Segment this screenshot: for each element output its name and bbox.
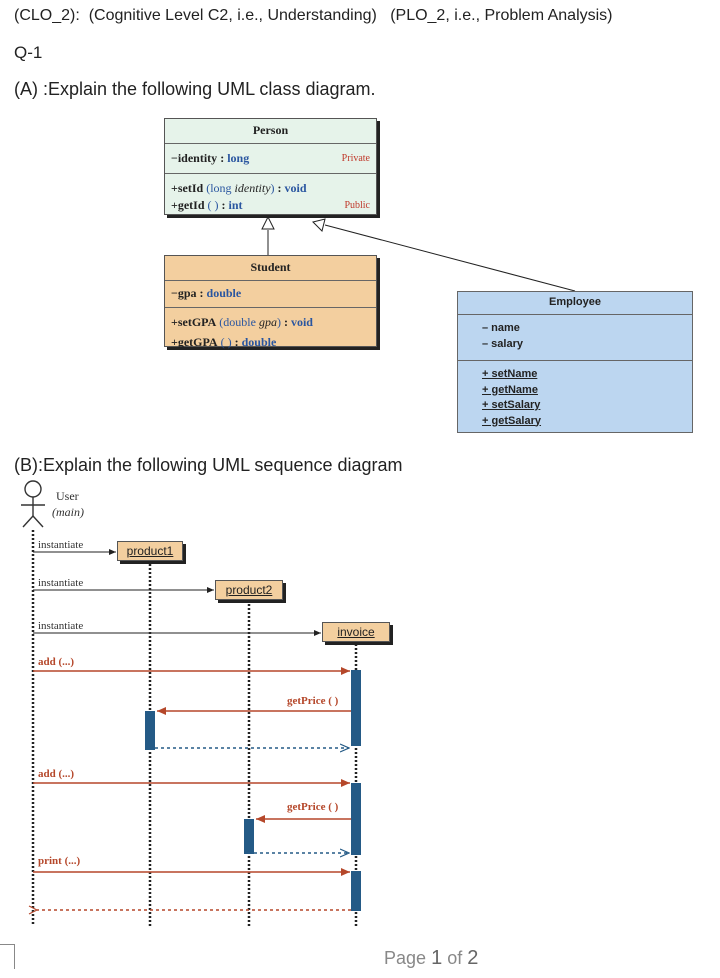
- employee-op-getsalary: + getSalary: [482, 414, 542, 427]
- employee-op-setsalary: + setSalary: [482, 399, 541, 411]
- page-total: 2: [467, 947, 479, 969]
- add-label-2: add (...): [38, 768, 75, 780]
- employee-attribute-salary: – salary: [482, 337, 523, 350]
- user-actor-icon: [21, 480, 45, 528]
- instantiate-label-3: instantiate: [38, 620, 84, 632]
- user-actor-label: User: [56, 489, 79, 503]
- getprice-label-1: getPrice ( ): [287, 695, 339, 707]
- class-diagram-connectors: [261, 215, 576, 292]
- person-operations: +setId (long identity) : void +getId ( )…: [165, 174, 376, 219]
- page-corner-mark: [0, 944, 15, 969]
- employee-inheritance-line: [324, 224, 576, 292]
- employee-operations: + setName + getName + setSalary + getSal…: [458, 361, 692, 437]
- private-label: Private: [341, 153, 370, 164]
- part-b-heading: (B):Explain the following UML sequence d…: [14, 455, 403, 475]
- student-op-getgpa: +getGPA ( ) : double: [171, 335, 277, 349]
- employee-attributes: – name – salary: [458, 315, 692, 361]
- product2-activation: [244, 819, 254, 854]
- page-of: of: [447, 948, 463, 968]
- person-attribute-identity: −identity : long Private: [171, 151, 370, 165]
- cognitive-level: (Cognitive Level C2, i.e., Understanding…: [88, 7, 377, 24]
- product1-activation: [145, 711, 155, 750]
- employee-attribute-name: – name: [482, 322, 520, 334]
- header-line: (CLO_2): (Cognitive Level C2, i.e., Unde…: [14, 7, 613, 25]
- invoice-activation-2: [351, 783, 361, 855]
- employee-inheritance-arrow: [312, 218, 326, 232]
- student-attribute-gpa: −gpa : double: [171, 286, 242, 300]
- public-label: Public: [344, 200, 370, 211]
- instantiate-label-1: instantiate: [38, 539, 84, 551]
- product2-object: product2: [215, 580, 283, 600]
- employee-class: Employee – name – salary + setName + get…: [457, 291, 693, 433]
- person-class: Person −identity : long Private +setId (…: [164, 118, 377, 215]
- invoice-activation-3: [351, 871, 361, 911]
- person-attributes: −identity : long Private: [165, 144, 376, 174]
- invoice-activation-1: [351, 670, 361, 746]
- page-indicator: Page 1 of 2: [384, 947, 478, 970]
- page-word: Page: [384, 948, 427, 968]
- plo-label: (PLO_2, i.e., Problem Analysis): [390, 7, 613, 24]
- add-label-1: add (...): [38, 656, 75, 668]
- person-op-getid: +getId ( ) : int Public: [171, 198, 370, 212]
- student-class: Student −gpa : double +setGPA (double gp…: [164, 255, 377, 349]
- sequence-diagram: [21, 480, 361, 926]
- student-class-name: Student: [165, 256, 376, 281]
- part-a-heading: (A) :Explain the following UML class dia…: [14, 79, 376, 99]
- invoice-object: invoice: [322, 622, 390, 642]
- student-inheritance-arrow: [261, 215, 275, 230]
- clo-label: (CLO_2):: [14, 7, 80, 24]
- student-op-setgpa: +setGPA (double gpa) : void: [171, 315, 313, 329]
- page-current: 1: [431, 947, 443, 969]
- getprice-label-2: getPrice ( ): [287, 801, 339, 813]
- employee-op-getname: + getName: [482, 383, 538, 396]
- person-class-name: Person: [165, 119, 376, 144]
- user-actor-sublabel: (main): [52, 505, 84, 519]
- employee-class-name: Employee: [458, 292, 692, 315]
- print-label: print (...): [38, 855, 81, 867]
- person-op-setid: +setId (long identity) : void: [171, 181, 307, 195]
- student-attributes: −gpa : double: [165, 281, 376, 308]
- product1-object: product1: [117, 541, 183, 561]
- employee-op-setname: + setName: [482, 368, 538, 380]
- student-operations: +setGPA (double gpa) : void +getGPA ( ) …: [165, 308, 376, 356]
- instantiate-label-2: instantiate: [38, 577, 84, 589]
- question-number: Q-1: [14, 43, 43, 62]
